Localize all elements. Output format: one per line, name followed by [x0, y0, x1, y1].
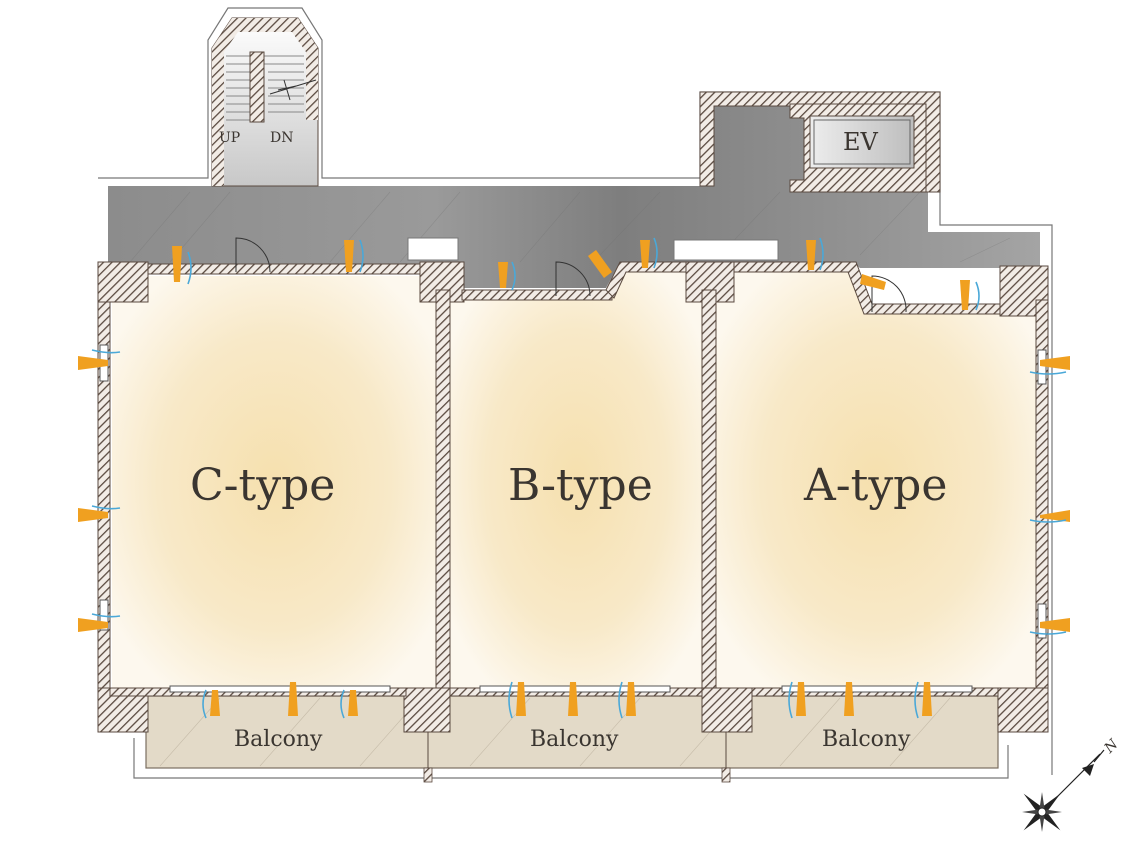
unit-c-floor	[112, 276, 436, 688]
wall-c-top	[147, 263, 441, 275]
balcony-c-label: Balcony	[234, 727, 323, 752]
stair-center-wall	[249, 51, 265, 123]
wall-ba	[701, 289, 717, 689]
wall-bottom-cb	[403, 687, 451, 733]
compass-rose-icon	[1022, 749, 1105, 832]
balcony-b-label: Balcony	[530, 727, 619, 752]
stair-up-label: UP	[219, 130, 240, 146]
compass-north-label: N	[1101, 736, 1122, 757]
stair-down-label: DN	[270, 130, 293, 146]
outer-outline	[98, 7, 1053, 779]
unit-b-label[interactable]: B-type	[508, 460, 653, 511]
wall-cb	[435, 289, 451, 689]
ventilation-markers	[78, 237, 1070, 719]
wall-c-left	[97, 261, 111, 733]
unit-c-label[interactable]: C-type	[190, 460, 335, 511]
wall-bottom-a	[997, 687, 1049, 733]
unit-a-floor	[716, 272, 1036, 688]
doors	[235, 237, 907, 313]
elevator-cab	[809, 115, 915, 169]
elevator-core: EV	[699, 91, 941, 193]
wall-c-corner-nw	[97, 261, 149, 303]
stair-break-line	[269, 79, 317, 101]
stairwell: UP DN	[211, 17, 319, 187]
elevator-label[interactable]: EV	[843, 128, 879, 156]
stair-treads	[226, 55, 304, 121]
unit-a-label[interactable]: A-type	[803, 460, 947, 511]
wall-bottom-ba	[701, 687, 753, 733]
unit-b-floor	[450, 272, 702, 688]
balcony-a-label: Balcony	[822, 727, 911, 752]
